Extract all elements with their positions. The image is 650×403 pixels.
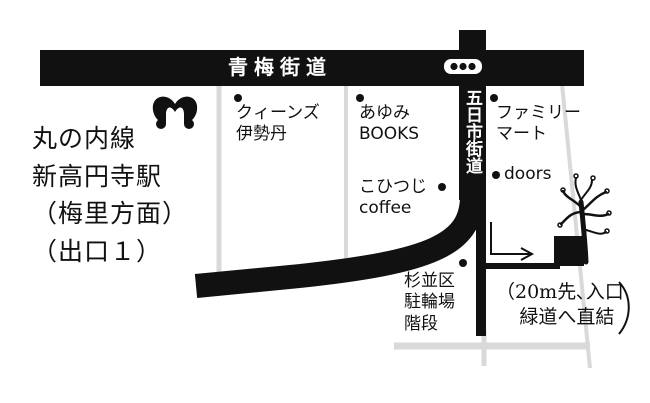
itsukaichi-kaido-label: 五日市街道 <box>462 89 482 174</box>
traffic-signal-icon <box>442 57 484 76</box>
tree-icon <box>557 173 612 265</box>
shop-ayumi-name: あゆみ <box>359 103 410 123</box>
ayumi-marker <box>356 94 364 102</box>
queens-marker <box>234 94 242 102</box>
minor-road-right-edge <box>560 83 592 369</box>
parking-stairs-label: 階段 <box>404 313 438 334</box>
shop-queens-isetan: クィーンズ 伊勢丹 <box>236 103 320 146</box>
parking-name: 駐輪場 <box>404 292 455 313</box>
entrance-note-line1: （20m先､入口 <box>496 281 624 303</box>
parking-ward: 杉並区 <box>404 271 455 291</box>
entrance-note-line2: 緑道へ直結 <box>519 305 615 328</box>
entrance-note: （20m先､入口 緑道へ直結 <box>496 280 624 329</box>
familymart-marker <box>490 94 498 102</box>
shop-kohitsuji-coffee: こひつじ coffee <box>359 177 427 220</box>
station-block: 丸の内線 新高円寺駅 （梅里方面） （出口１） <box>32 120 188 270</box>
parking-marker <box>459 259 467 267</box>
ome-kaido-road <box>40 50 584 86</box>
park-entrance-block <box>554 236 584 266</box>
direction-arrow <box>490 222 530 255</box>
shop-familymart-sub: マート <box>496 124 547 145</box>
direction-arrow-head <box>520 247 535 261</box>
shop-familymart-name: ファミリー <box>496 103 581 123</box>
parking-stairs: 杉並区 駐輪場 階段 <box>404 271 455 335</box>
kohitsuji-marker <box>438 183 446 191</box>
ome-kaido-label: 青梅街道 <box>228 55 332 79</box>
shop-kohitsuji-sub: coffee <box>359 198 412 219</box>
station-name: 新高円寺駅 <box>32 161 163 191</box>
station-line-name: 丸の内線 <box>32 124 137 153</box>
doors-marker <box>492 171 500 179</box>
station-direction: （梅里方面） <box>32 199 189 228</box>
shop-queens-name: クィーンズ <box>236 103 320 123</box>
shop-ayumi-books: あゆみ BOOKS <box>359 103 419 146</box>
shop-ayumi-sub: BOOKS <box>359 124 420 145</box>
station-exit: （出口１） <box>32 236 163 266</box>
shop-kohitsuji-name: こひつじ <box>359 177 427 197</box>
shop-doors: doors <box>504 164 552 184</box>
shop-familymart: ファミリー マート <box>496 103 581 146</box>
metro-m-logo-icon <box>152 96 198 129</box>
curved-road <box>194 195 484 298</box>
shop-queens-sub: 伊勢丹 <box>236 124 287 145</box>
